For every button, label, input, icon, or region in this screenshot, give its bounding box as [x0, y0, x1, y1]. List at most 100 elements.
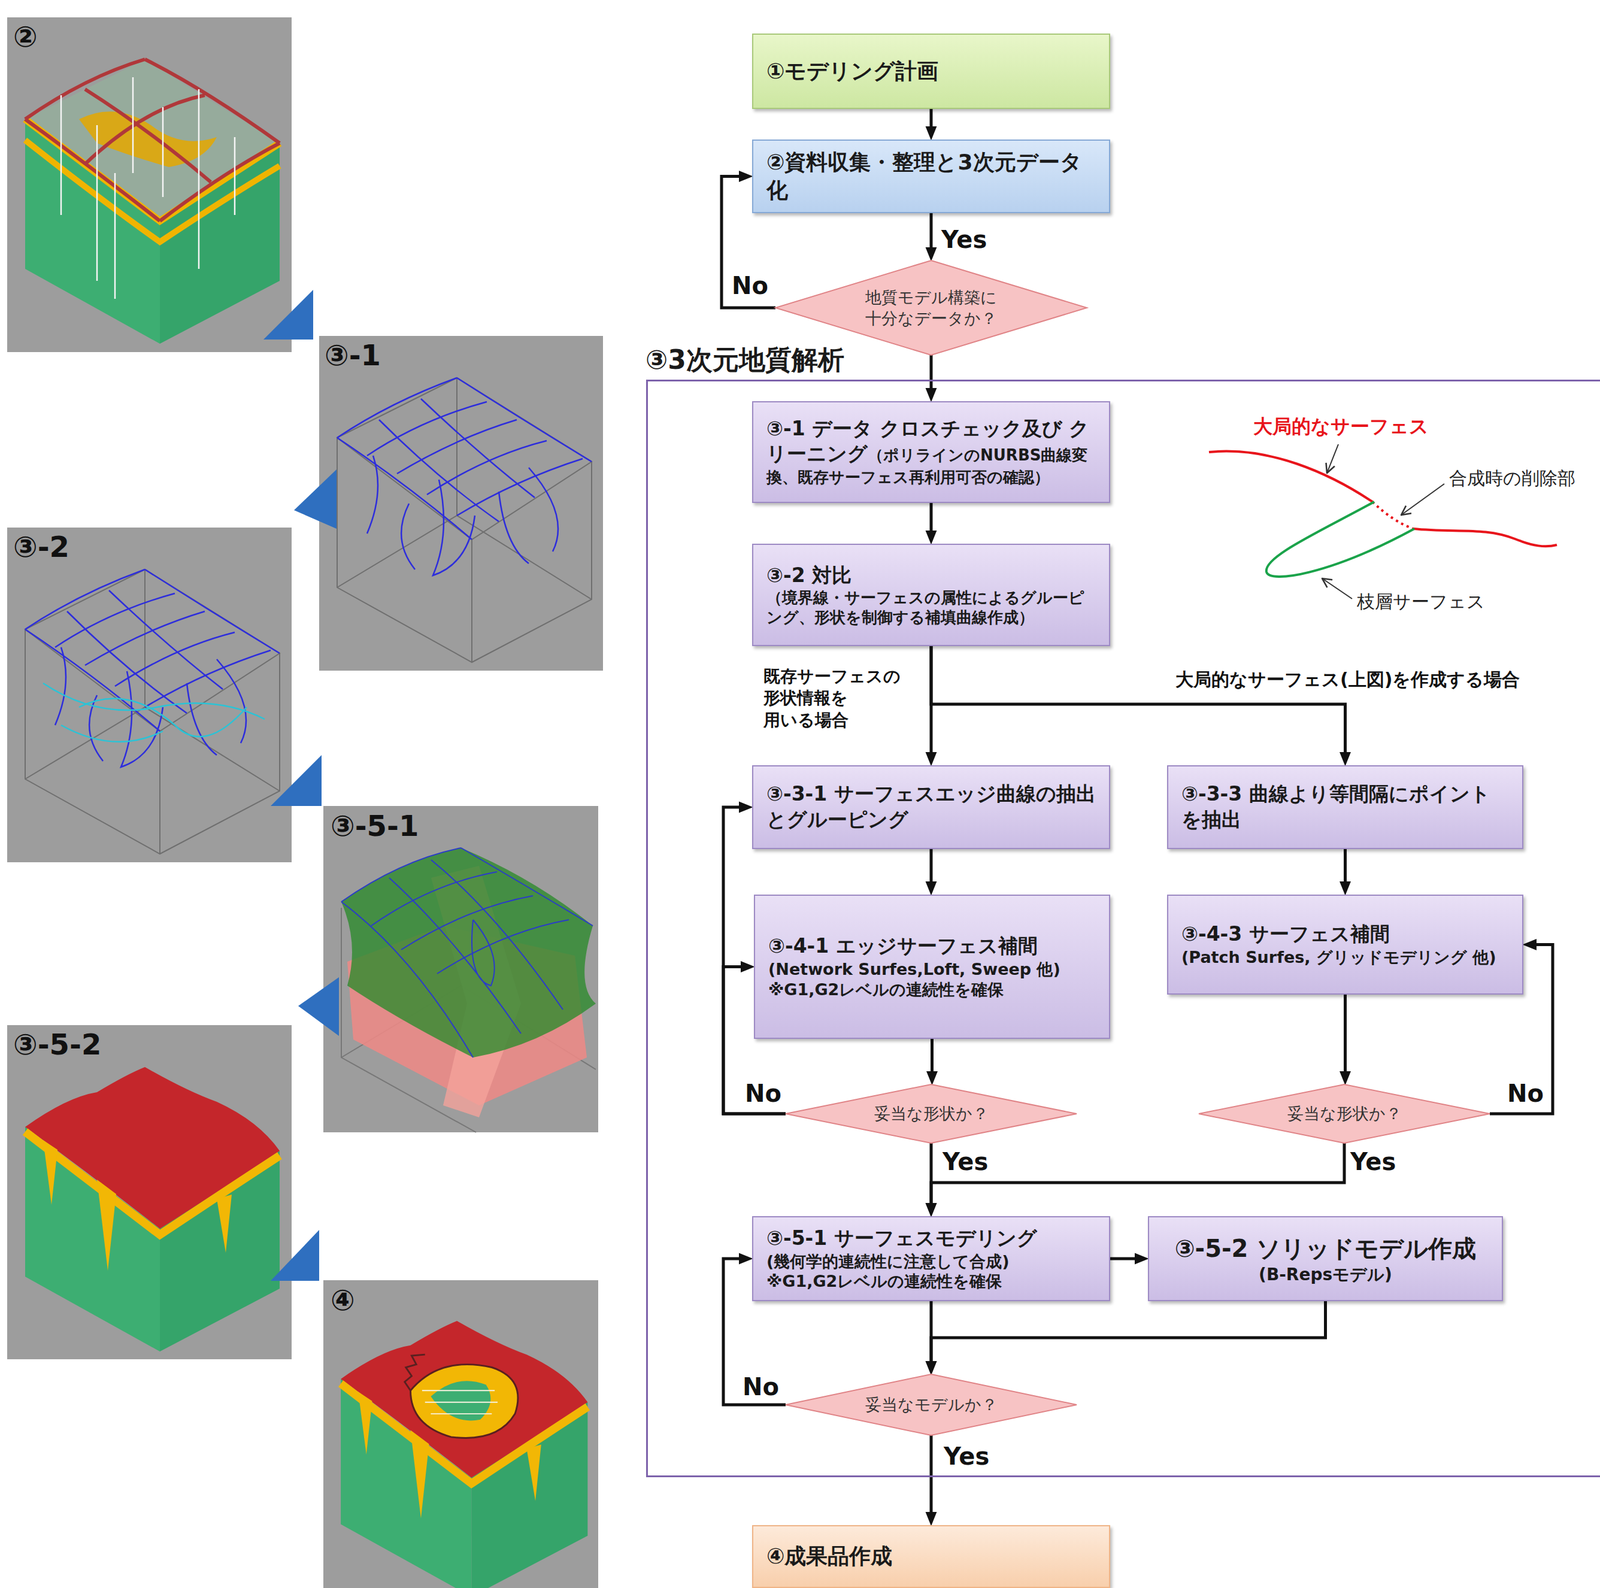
text-holder: 地質モデル構築に 十分なデータか？	[856, 286, 1006, 329]
edge-label: Yes	[941, 226, 987, 253]
sketch-label: 大局的なサーフェス	[1253, 415, 1429, 438]
text-holder: ③-4-3 サーフェス補間(Patch Surfes, グリッドモデリング 他)	[1181, 921, 1509, 968]
text-holder: 妥当な形状か？	[1287, 1102, 1402, 1124]
process-box: ③-4-1 エッジサーフェス補間(Network Surfes,Loft, Sw…	[753, 894, 1111, 1039]
text-holder: ①モデリング計画	[766, 57, 1096, 86]
text-holder: ③-3-1 サーフェスエッジ曲線の抽出とグルーピング	[766, 781, 1096, 833]
process-box: ③-5-2 ソリッドモデル作成(B-Repsモデル)	[1147, 1216, 1503, 1302]
text-holder: ③-5-2 ソリッドモデル作成(B-Repsモデル)	[1162, 1232, 1489, 1286]
edge-label: 既存サーフェスの 形状情報を 用いる場合	[763, 665, 914, 732]
node-title: ④成果品作成	[766, 1542, 1096, 1571]
diamond-outline	[1198, 1084, 1490, 1144]
text-holder: 妥当な形状か？	[874, 1102, 989, 1124]
text-holder: ③-3-3 曲線より等間隔にポイントを抽出	[1181, 781, 1509, 833]
decision-diamond: 妥当な形状か？	[785, 1084, 1077, 1144]
flow-arrow	[931, 1301, 1326, 1370]
text-holder: ③-1 データ クロスチェック及び クリーニング（ポリラインのNURBS曲線変換…	[766, 416, 1096, 489]
node-note: (Patch Surfes, グリッドモデリング 他)	[1181, 947, 1509, 968]
diamond-outline	[775, 260, 1087, 356]
text-holder: 妥当なモデルか？	[865, 1394, 998, 1415]
diamond-shape	[775, 260, 1087, 356]
process-box: ③-4-3 サーフェス補間(Patch Surfes, グリッドモデリング 他)	[1167, 894, 1524, 995]
node-note: ※G1,G2レベルの連続性を確保	[766, 1271, 1096, 1292]
text-holder: ③-5-1 サーフェスモデリング(幾何学的連続性に注意して合成)※G1,G2レベ…	[766, 1225, 1096, 1292]
node-title: ①モデリング計画	[766, 57, 1096, 86]
text-holder: ②資料収集・整理と3次元データ化	[766, 148, 1096, 205]
flow-arrow	[1110, 1257, 1144, 1261]
model-image	[7, 17, 292, 353]
node-title: ③-5-1 サーフェスモデリング	[766, 1225, 1096, 1252]
text-holder: ③3次元地質解析	[645, 344, 845, 377]
text-holder: ③-2 対比（境界線・サーフェスの属性によるグルーピング、形状を制御する補填曲線…	[766, 562, 1096, 628]
decision-diamond: 妥当なモデルか？	[785, 1374, 1077, 1436]
node-title: 地質モデル構築に 十分なデータか？	[856, 286, 1006, 329]
decision-diamond: 妥当な形状か？	[1198, 1084, 1490, 1144]
node-title: ②資料収集・整理と3次元データ化	[766, 148, 1096, 205]
decision-diamond: 地質モデル構築に 十分なデータか？	[775, 260, 1087, 356]
model-image	[7, 527, 292, 863]
diamond-outline	[785, 1084, 1077, 1144]
node-title: ③-4-3 サーフェス補間	[1181, 921, 1509, 948]
node-note: ※G1,G2レベルの連続性を確保	[768, 979, 1096, 1000]
end-box: ④成果品作成	[752, 1525, 1111, 1588]
edge-label: Yes	[942, 1148, 989, 1175]
text-holder: ④成果品作成	[766, 1542, 1096, 1571]
flow-arrow	[929, 1435, 933, 1521]
flow-arrow	[929, 355, 933, 397]
node-note: （境界線・サーフェスの属性によるグルーピング、形状を制御する補填曲線作成）	[766, 588, 1096, 627]
edge-label: No	[1507, 1080, 1544, 1107]
diamond-outline	[785, 1374, 1077, 1436]
node-title: 妥当な形状か？	[874, 1102, 989, 1124]
flow-arrow	[929, 849, 933, 890]
step-triangle	[263, 289, 339, 1281]
callout-number: ③-5-2	[13, 1028, 102, 1062]
node-title: ③-3-3 曲線より等間隔にポイントを抽出	[1181, 781, 1509, 833]
start-box: ①モデリング計画	[752, 33, 1111, 109]
flow-arrow	[1343, 994, 1347, 1080]
callout-number: ②	[13, 20, 38, 54]
model-image	[323, 1280, 599, 1588]
node-note: (B-Repsモデル)	[1162, 1264, 1489, 1286]
model-image	[319, 335, 603, 671]
edge-label: Yes	[1350, 1148, 1396, 1175]
process-box: ②資料収集・整理と3次元データ化	[752, 139, 1111, 214]
process-box: ③-3-1 サーフェスエッジ曲線の抽出とグルーピング	[752, 765, 1111, 850]
node-title: 妥当なモデルか？	[865, 1394, 998, 1415]
process-box: ③-2 対比（境界線・サーフェスの属性によるグルーピング、形状を制御する補填曲線…	[752, 543, 1111, 647]
flow-arrow	[929, 502, 933, 539]
edge-label: No	[731, 272, 769, 299]
edge-label: No	[742, 1373, 780, 1400]
text-holder: ③-4-1 エッジサーフェス補間(Network Surfes,Loft, Sw…	[768, 933, 1096, 1000]
callout-number: ④	[330, 1283, 356, 1317]
process-box: ③-3-3 曲線より等間隔にポイントを抽出	[1167, 765, 1524, 850]
flow-arrow	[931, 1143, 1345, 1212]
process-box: ③-1 データ クロスチェック及び クリーニング（ポリラインのNURBS曲線変換…	[752, 401, 1111, 503]
group-frame: ③3次元地質解析③-1 データ クロスチェック及び クリーニング（ポリラインのN…	[646, 379, 1600, 1478]
node-note: (Network Surfes,Loft, Sweep 他)	[768, 959, 1096, 980]
edge-label: Yes	[943, 1443, 990, 1470]
edge-label: 大局的なサーフェス(上図)を作成する場合	[1175, 669, 1520, 690]
callout-number: ③-2	[13, 530, 70, 564]
node-title: 妥当な形状か？	[1287, 1102, 1402, 1124]
process-box: ③-5-1 サーフェスモデリング(幾何学的連続性に注意して合成)※G1,G2レベ…	[752, 1216, 1111, 1302]
model-image	[7, 1025, 292, 1360]
edge-label: No	[744, 1080, 782, 1107]
node-title: ③-4-1 エッジサーフェス補間	[768, 933, 1096, 960]
node-title: ③3次元地質解析	[645, 344, 845, 377]
flow-arrow	[929, 213, 933, 256]
node-note: (幾何学的連続性に注意して合成)	[766, 1251, 1096, 1272]
sketch-label: 枝層サーフェス	[1356, 591, 1486, 613]
callout-number: ③-5-1	[330, 809, 419, 843]
flow-arrow	[929, 108, 933, 135]
node-title: ③-3-1 サーフェスエッジ曲線の抽出とグルーピング	[766, 781, 1096, 833]
flow-arrow	[1343, 849, 1347, 890]
surface-sketch	[1208, 444, 1557, 599]
node-title: ③-5-2 ソリッドモデル作成	[1162, 1232, 1489, 1265]
callout-number: ③-1	[324, 338, 381, 372]
model-image	[323, 805, 599, 1133]
sketch-label: 合成時の削除部	[1449, 468, 1576, 490]
flow-arrow	[930, 1038, 934, 1080]
flow-arrow	[931, 646, 1346, 761]
node-title: ③-2 対比	[766, 562, 1096, 589]
